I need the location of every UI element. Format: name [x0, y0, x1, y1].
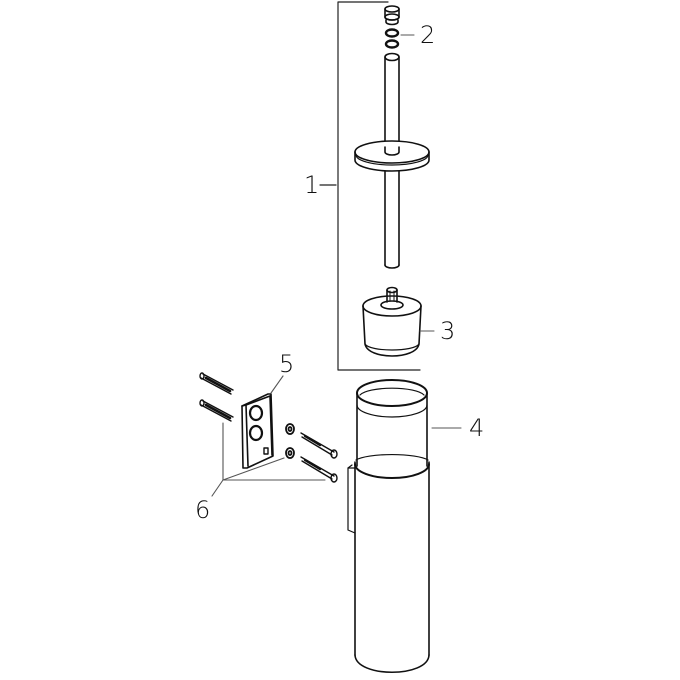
callout-3-label: 3 [440, 317, 456, 345]
o-ring-2 [384, 39, 400, 49]
wall-mounting-plate [241, 393, 274, 469]
o-ring-1 [384, 28, 400, 38]
callout-1-bracket [319, 1, 421, 371]
callout-2-label: 2 [420, 21, 436, 49]
lid-disc [354, 140, 430, 172]
screw-1 [300, 432, 338, 459]
callout-5-label: 5 [279, 350, 295, 378]
washer-1 [285, 423, 295, 435]
handle-rod-upper [384, 52, 400, 148]
handle-rod-lower [384, 170, 400, 269]
washer-2 [285, 447, 295, 459]
wall-dowel-1 [199, 372, 234, 395]
cap-part [384, 5, 400, 26]
screw-2 [300, 456, 338, 483]
callout-6-leaders [211, 422, 326, 497]
container-insert [354, 379, 430, 479]
brush-head [362, 286, 422, 357]
container-outer-tube [347, 453, 430, 673]
callout-4-label: 4 [469, 414, 485, 442]
callout-5-leader [270, 375, 284, 394]
wall-dowel-2 [199, 399, 234, 422]
callout-1-label: 1 [304, 171, 320, 199]
callout-6-label: 6 [195, 496, 211, 524]
